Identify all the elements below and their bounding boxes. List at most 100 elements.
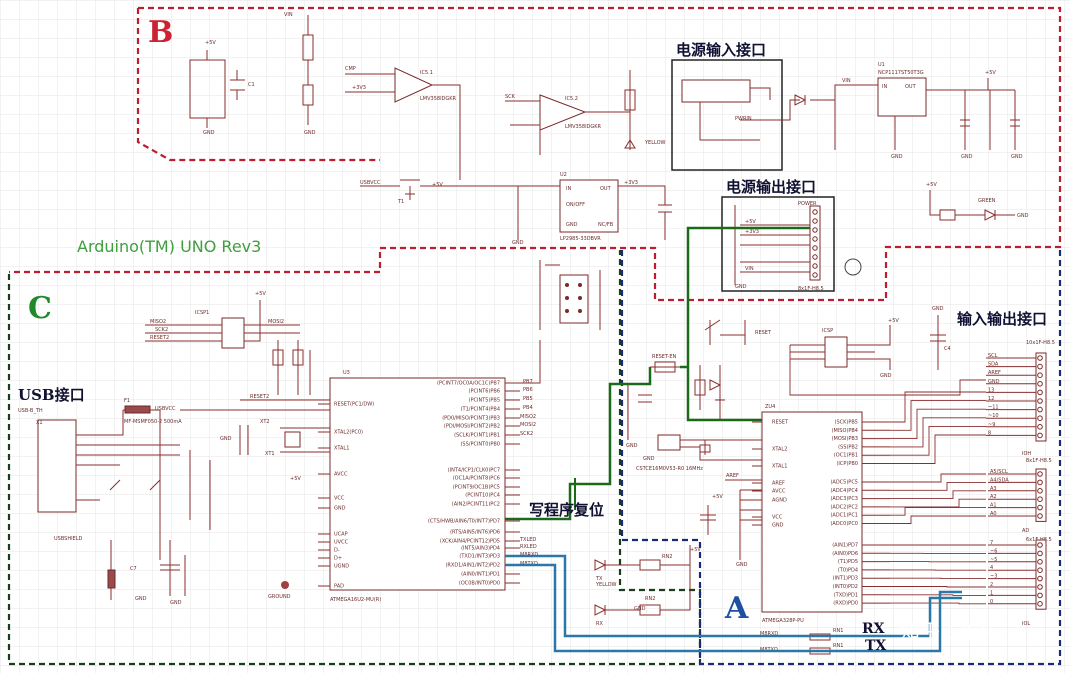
rx-led-label: RX <box>596 621 603 627</box>
opamp-u5-1-symbol <box>394 67 434 103</box>
usb-connector-label: X1 <box>36 420 43 426</box>
header-pin-label: A0 <box>990 511 997 517</box>
section-c-border <box>7 250 702 666</box>
u3-net-pb5: PB5 <box>523 396 533 402</box>
rx-label: RX <box>862 621 885 637</box>
zu4-pin-right: (OC1)PB1 <box>834 453 858 459</box>
u3-pin-left: XTAL1 <box>334 446 349 452</box>
net-5v-label-3: +5V <box>985 70 996 76</box>
power-section-b: +5V GND C1 VIN GND CMP +3V3 IC5.1 LMV358… <box>189 12 1029 292</box>
fuse-f1-label: F1 <box>124 398 130 404</box>
net-5v-label-1: +5V <box>205 40 216 46</box>
u3-pin-right: (OC0B/INT0)PD0 <box>459 581 500 587</box>
crystal-y1 <box>284 431 301 448</box>
header-pin-label: ~10 <box>988 413 999 419</box>
serial-rx-wire <box>505 554 962 638</box>
u3-net-rxled: RXLED <box>520 544 537 550</box>
u3-pin-right: (XCK/AIN4/PCINT12)PD5 <box>440 539 500 545</box>
net-gnd-label-11: GND <box>634 606 646 612</box>
header-pin-label: ~5 <box>990 557 997 563</box>
net-usbvcc-label-2: USBVCC <box>155 406 176 412</box>
pwr-hdr-3v3: +3V3 <box>745 229 759 235</box>
watermark: 知乎 @向导 <box>900 619 1006 643</box>
u2-pin-onoff: ON/OFF <box>566 202 585 208</box>
power-header-part: 8x1F-H8.5 <box>798 286 824 292</box>
zu4-pin-right: (T1)PD5 <box>838 559 858 565</box>
u3-net-sck2: SCK2 <box>520 431 533 437</box>
u2-pin-nc: NC/FB <box>598 222 614 228</box>
board-title: Arduino(TM) UNO Rev3 <box>77 237 261 256</box>
icsp1-sck2: SCK2 <box>155 327 168 333</box>
zu4-pin-right: (INT0)PD2 <box>833 584 858 590</box>
zu4-pin-right: (ICP)PB0 <box>836 461 858 467</box>
header-pin-label: 8 <box>988 430 991 436</box>
cap-c1-label: C1 <box>248 82 255 88</box>
u3-net-pb7: PB7 <box>523 379 533 385</box>
icsp-label: ICSP <box>822 328 833 334</box>
header-pin-label: ~3 <box>990 574 997 580</box>
pwr-hdr-vin: VIN <box>745 266 754 272</box>
net-5v-label-7: +5V <box>690 547 701 553</box>
u3-pin-left: GND <box>334 506 346 512</box>
chip-zu4-label: ZU4 <box>765 404 775 410</box>
net-3v3-label-2: +3V3 <box>624 180 638 186</box>
power-header-pins <box>809 205 821 281</box>
u3-pin-right: (PCINT6)PB6 <box>469 389 500 395</box>
chip-zu4-part: ATMEGA328P-PU <box>762 618 804 624</box>
net-gnd-label-12: GND <box>626 443 638 449</box>
zu4-pin-right: (ADC4)PC4 <box>830 488 858 494</box>
chip-u3-body <box>329 377 506 591</box>
header-pin-label: 0 <box>990 599 993 605</box>
zu4-pin-right: (MISO)PB4 <box>832 428 858 434</box>
header-pin-label: 13 <box>988 387 994 393</box>
u3-pin-left: XTAL2(PC0) <box>334 430 363 436</box>
ground-label: GROUND <box>268 594 291 600</box>
icsp1-reset2: RESET2 <box>150 335 169 341</box>
mcu-section-a: RESET RESET-EN GND CSTCE16M0V53-R0 16MHz… <box>626 306 1055 655</box>
power-header-label: POWER <box>798 201 817 207</box>
u3-pin-right: (RXD1/AIN1/INT2)PD2 <box>445 563 500 569</box>
opamp-u5-2-label: IC5.2 <box>565 96 578 102</box>
u3-pin-right: (PCINT9/OC1B)PC5 <box>453 485 500 491</box>
net-usbvcc-label-1: USBVCC <box>360 180 381 186</box>
pwr-hdr-gnd: GND <box>735 284 747 290</box>
chip-u3-part: ATMEGA16U2-MU(R) <box>330 597 381 603</box>
usb-connector-x1 <box>37 419 77 513</box>
tx-label: TX <box>865 638 886 654</box>
u3-pin-left: RESET(PC1/DW) <box>334 402 374 408</box>
rn2-b-label: RN2 <box>645 596 655 602</box>
net-5v-label-8: +5V <box>712 494 723 500</box>
zu4-pin-right: (SS)PB2 <box>838 444 858 450</box>
reset-program-label: 写程序复位 <box>529 501 604 519</box>
zu4-pin-right: (SCK)PB5 <box>835 420 858 426</box>
zu4-pin-right: (AIN0)PD6 <box>832 551 858 557</box>
reset2-net-label: RESET2 <box>250 394 269 400</box>
header-pin-label: A1 <box>990 503 997 509</box>
net-gnd-label-7: GND <box>1017 213 1029 219</box>
u3-net-miso2: MISO2 <box>520 414 536 420</box>
m8rxd-a-label: M8RXD <box>760 631 778 637</box>
chip-zu4-body <box>761 411 863 613</box>
header-pin-label: 4 <box>990 565 993 571</box>
u3-pin-left: UCAP <box>334 532 348 538</box>
u3-pin-right: (PCINT10)PC4 <box>465 493 500 499</box>
u2-pin-out: OUT <box>600 186 612 192</box>
zu4-pin-left: GND <box>772 523 784 529</box>
zu4-pin-right: (ADC1)PC1 <box>830 513 858 519</box>
xt1-label: XT1 <box>265 451 275 457</box>
tx-led-color: YELLOW <box>595 582 617 588</box>
header-pin-label: A4/SDA <box>990 477 1009 483</box>
u3-pin-right: (SS/PCINT0)PB0 <box>460 442 500 448</box>
header-pin-label: ~11 <box>988 405 999 411</box>
header-pin-label: ~6 <box>990 548 997 554</box>
section-a-border <box>620 250 1062 666</box>
u2-pin-in: IN <box>566 186 571 192</box>
header-pin-label: GND <box>988 379 1000 385</box>
jumper-header <box>559 274 589 324</box>
u3-pin-right: (PCINT7/OC0A/OC1C)PB7 <box>437 381 500 387</box>
fuse-f1-part: MF-MSMF050-2 500mA <box>124 419 182 425</box>
reset-path-wire <box>505 226 810 521</box>
io-wires <box>789 345 986 605</box>
